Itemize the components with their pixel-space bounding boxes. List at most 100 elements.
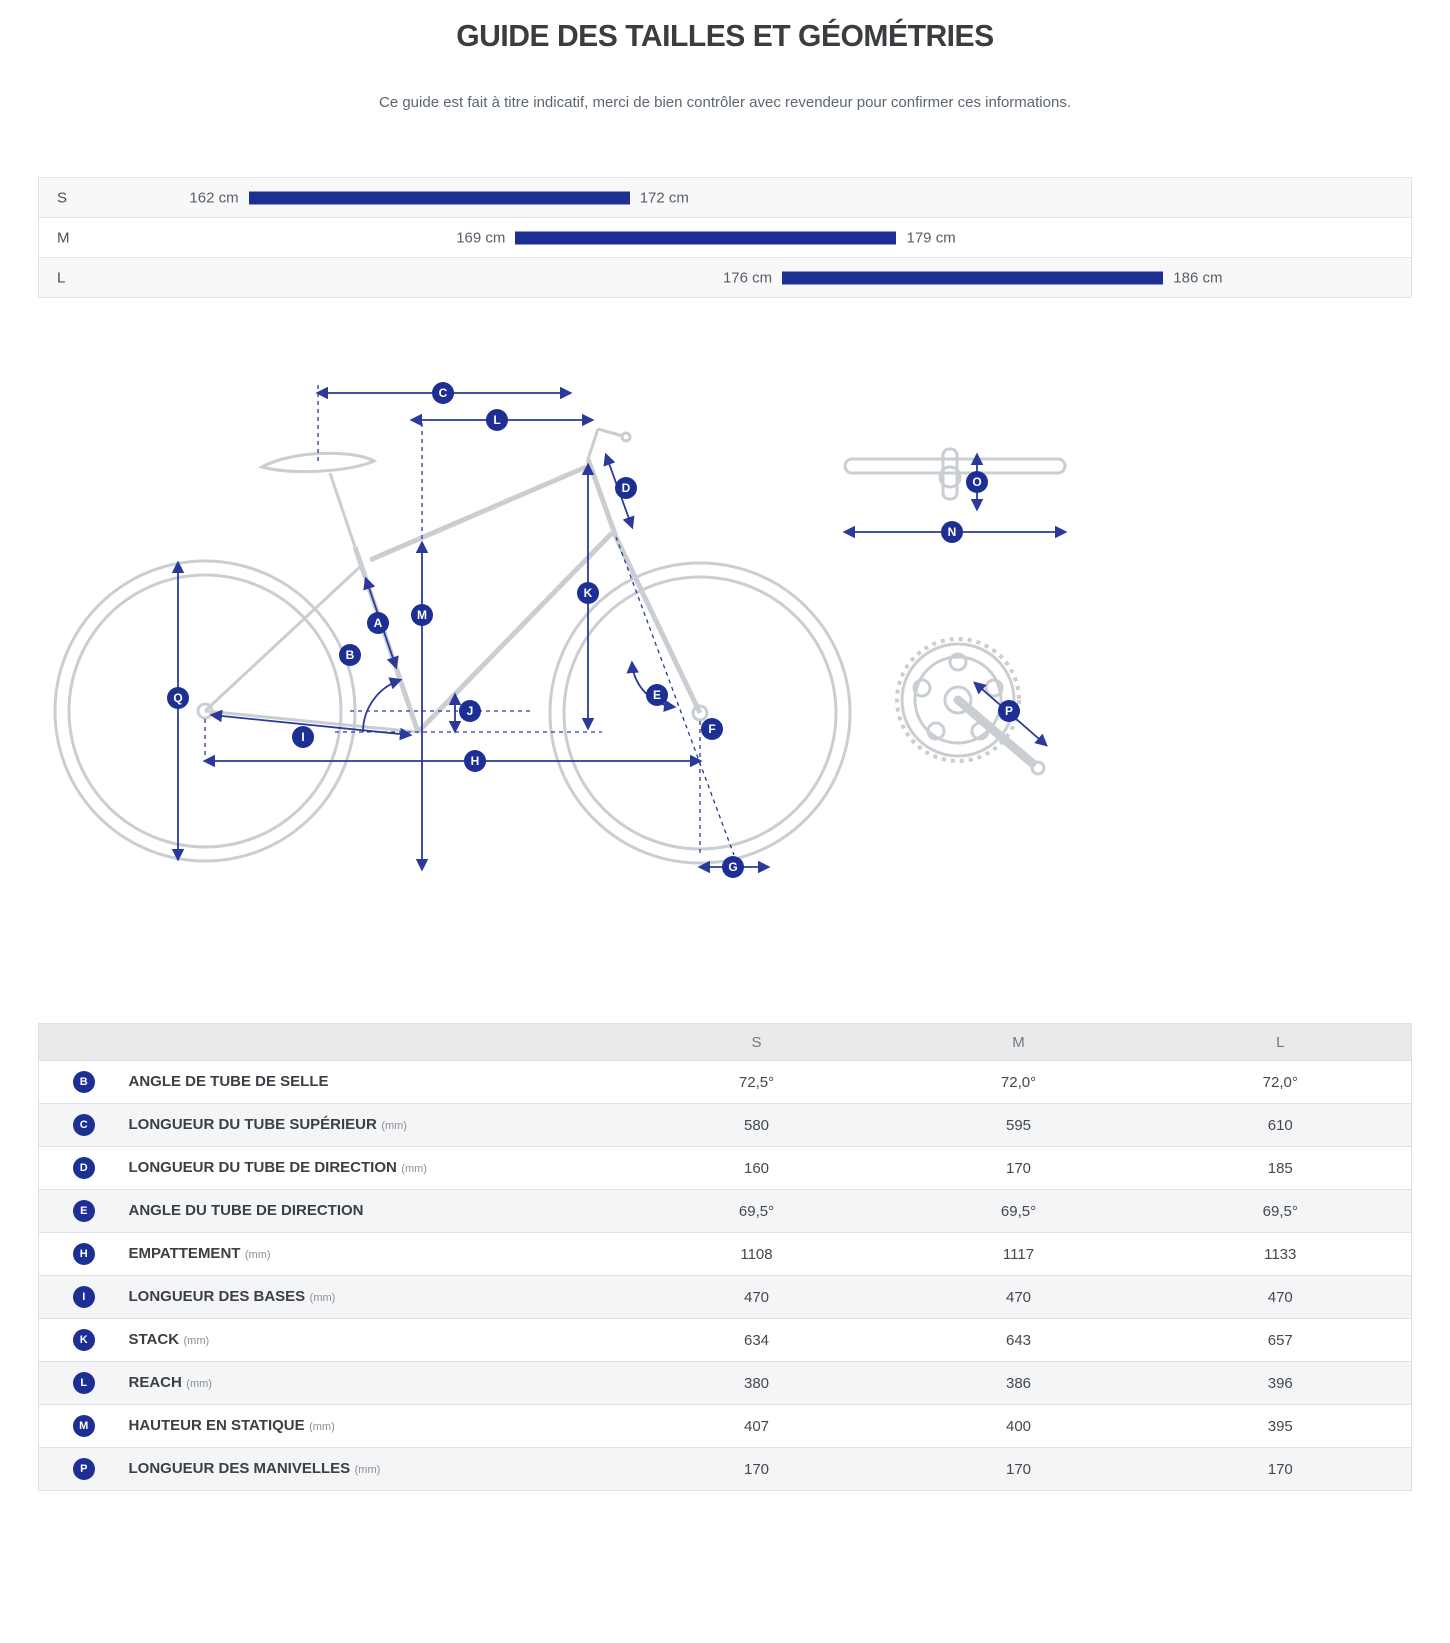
row-unit: (mm) <box>186 1378 212 1390</box>
diagram-badge-a: A <box>367 612 389 634</box>
svg-text:P: P <box>1005 704 1013 718</box>
cell-value-m: 170 <box>887 1447 1150 1491</box>
size-label: L <box>57 269 66 286</box>
diagram-badge-f: F <box>701 718 723 740</box>
table-row: P LONGUEUR DES MANIVELLES (mm) 170 170 1… <box>38 1447 1412 1491</box>
diagram-badge-h: H <box>464 750 486 772</box>
cell-value-m: 595 <box>887 1103 1150 1147</box>
row-label: REACH <box>128 1374 182 1391</box>
size-row-s: S 162 cm 172 cm <box>39 178 1411 218</box>
row-letter-badge: E <box>72 1200 95 1222</box>
row-letter-badge: L <box>72 1372 95 1394</box>
diagram-badge-n: N <box>941 521 963 543</box>
size-label: S <box>57 189 68 206</box>
diagram-badge-e: E <box>646 684 668 706</box>
row-label: LONGUEUR DU TUBE SUPÉRIEUR <box>128 1116 377 1133</box>
max-height-label: 179 cm <box>906 229 956 246</box>
cell-value-m: 72,0° <box>887 1060 1150 1104</box>
row-unit: (mm) <box>354 1464 381 1476</box>
row-label: LONGUEUR DU TUBE DE DIRECTION <box>128 1159 397 1176</box>
size-label: M <box>57 229 70 246</box>
min-height-label: 169 cm <box>456 229 506 246</box>
table-row: M HAUTEUR EN STATIQUE (mm) 407 400 395 <box>38 1404 1412 1448</box>
cell-value-l: 170 <box>1149 1447 1412 1491</box>
diagram-badge-l: L <box>486 409 508 431</box>
diagram-badge-q: Q <box>167 687 189 709</box>
svg-text:F: F <box>708 722 715 736</box>
handlebar-outline <box>843 447 1067 501</box>
row-letter-badge: K <box>72 1329 95 1351</box>
table-row: E ANGLE DU TUBE DE DIRECTION 69,5° 69,5°… <box>38 1189 1412 1233</box>
table-row: K STACK (mm) 634 643 657 <box>38 1318 1412 1362</box>
row-letter-badge: D <box>72 1157 95 1179</box>
diagram-badge-c: C <box>432 382 454 404</box>
cell-value-m: 400 <box>887 1404 1150 1448</box>
svg-text:O: O <box>972 475 981 489</box>
row-letter-badge: I <box>72 1286 95 1308</box>
max-height-label: 172 cm <box>639 189 689 206</box>
row-letter-badge: B <box>72 1071 95 1093</box>
cell-value-m: 69,5° <box>887 1189 1150 1233</box>
svg-text:A: A <box>374 616 383 630</box>
cell-value-l: 69,5° <box>1149 1189 1412 1233</box>
cell-value-s: 170 <box>625 1447 888 1491</box>
cell-value-l: 396 <box>1149 1361 1412 1405</box>
page-title: GUIDE DES TAILLES ET GÉOMÉTRIES <box>456 18 994 53</box>
row-letter-badge: C <box>72 1114 95 1136</box>
row-label: EMPATTEMENT <box>128 1245 241 1262</box>
table-row: H EMPATTEMENT (mm) 1108 1117 1133 <box>38 1232 1412 1276</box>
cell-value-l: 185 <box>1149 1146 1412 1190</box>
cell-value-s: 380 <box>625 1361 888 1405</box>
cell-value-s: 72,5° <box>625 1060 888 1104</box>
diagram-badge-o: O <box>966 471 988 493</box>
cell-value-s: 69,5° <box>625 1189 888 1233</box>
row-unit: (mm) <box>244 1249 271 1261</box>
svg-text:B: B <box>346 648 355 662</box>
row-label: HAUTEUR EN STATIQUE <box>128 1417 305 1434</box>
svg-text:L: L <box>493 413 500 427</box>
min-height-label: 176 cm <box>722 269 773 286</box>
cell-value-s: 470 <box>625 1275 888 1319</box>
diagram-badge-j: J <box>459 700 481 722</box>
svg-text:M: M <box>417 608 427 622</box>
svg-text:H: H <box>471 754 480 768</box>
svg-text:K: K <box>584 586 593 600</box>
row-unit: (mm) <box>309 1292 336 1304</box>
bike-outline <box>53 427 852 865</box>
row-label: LONGUEUR DES MANIVELLES <box>128 1460 351 1477</box>
svg-text:G: G <box>728 860 737 874</box>
column-header-l: L <box>1149 1023 1412 1061</box>
cell-value-s: 1108 <box>625 1232 888 1276</box>
svg-text:D: D <box>622 481 631 495</box>
diagram-badge-i: I <box>292 726 314 748</box>
row-letter-badge: M <box>72 1415 95 1437</box>
table-row: B ANGLE DE TUBE DE SELLE 72,5° 72,0° 72,… <box>38 1060 1412 1104</box>
svg-text:N: N <box>948 525 957 539</box>
diagram-badge-p: P <box>998 700 1020 722</box>
cell-value-m: 1117 <box>887 1232 1150 1276</box>
cell-value-m: 643 <box>887 1318 1150 1362</box>
svg-text:I: I <box>301 730 304 744</box>
diagram-badge-m: M <box>411 604 433 626</box>
height-range-bar <box>515 231 897 244</box>
table-row: D LONGUEUR DU TUBE DE DIRECTION (mm) 160… <box>38 1146 1412 1190</box>
cell-value-m: 386 <box>887 1361 1150 1405</box>
cell-value-s: 634 <box>625 1318 888 1362</box>
row-unit: (mm) <box>401 1163 427 1175</box>
diagram-badge-b: B <box>339 644 361 666</box>
min-height-label: 162 cm <box>189 189 239 206</box>
bike-geometry-diagram: A B C D E F G H I J K L M N O P Q <box>53 382 1068 878</box>
cell-value-s: 407 <box>625 1404 888 1448</box>
column-header-m: M <box>887 1023 1150 1061</box>
geometry-diagram-section: A B C D E F G H I J K L M N O P Q <box>0 355 1450 915</box>
table-row: L REACH (mm) 380 386 396 <box>38 1361 1412 1405</box>
cell-value-s: 580 <box>625 1103 888 1147</box>
row-unit: (mm) <box>183 1335 210 1347</box>
max-height-label: 186 cm <box>1173 269 1223 286</box>
row-label: ANGLE DE TUBE DE SELLE <box>128 1073 329 1090</box>
cell-value-s: 160 <box>625 1146 888 1190</box>
cell-value-l: 72,0° <box>1149 1060 1412 1104</box>
cell-value-m: 470 <box>887 1275 1150 1319</box>
row-letter-badge: H <box>72 1243 95 1265</box>
table-row: I LONGUEUR DES BASES (mm) 470 470 470 <box>38 1275 1412 1319</box>
